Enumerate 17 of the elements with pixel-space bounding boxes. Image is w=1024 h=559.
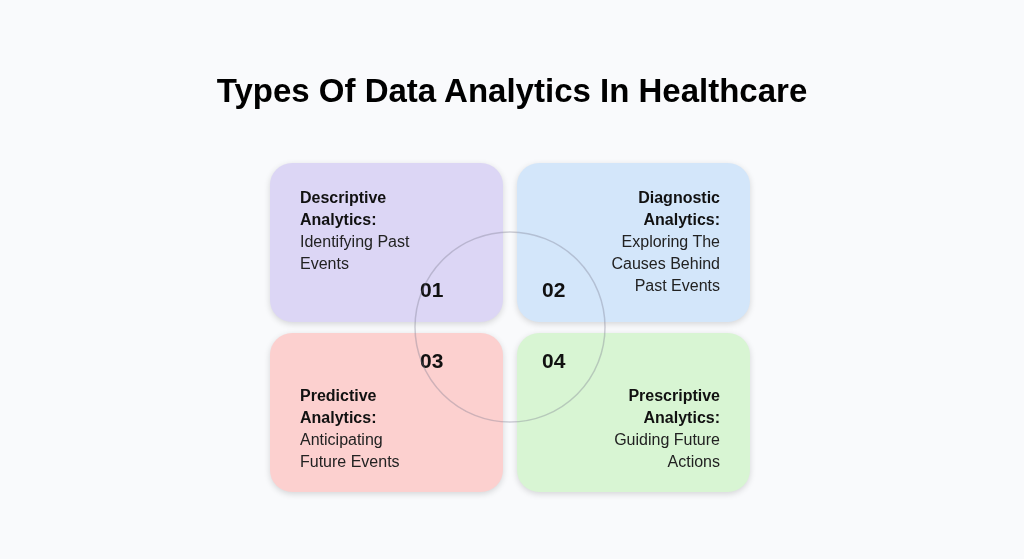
step-number: 01 xyxy=(420,278,444,302)
info-card xyxy=(270,163,503,322)
step-number: 03 xyxy=(420,349,444,373)
step-number: 04 xyxy=(542,349,566,373)
card-description: Guiding Future Actions xyxy=(613,430,720,472)
card-heading: Diagnostic Analytics: xyxy=(637,188,720,230)
card-description: Identifying Past Events xyxy=(300,232,411,274)
card-heading: Descriptive Analytics: xyxy=(300,188,388,230)
card-description: Anticipating Future Events xyxy=(300,430,401,472)
info-card xyxy=(517,333,750,492)
step-number: 02 xyxy=(542,278,566,302)
card-heading: Prescriptive Analytics: xyxy=(627,386,720,428)
info-card xyxy=(270,333,503,492)
info-card xyxy=(517,163,750,322)
diagram-title: Types Of Data Analytics In Healthcare xyxy=(215,72,809,110)
card-heading: Predictive Analytics: xyxy=(300,386,378,428)
card-description: Exploring The Causes Behind Past Events xyxy=(610,232,720,296)
